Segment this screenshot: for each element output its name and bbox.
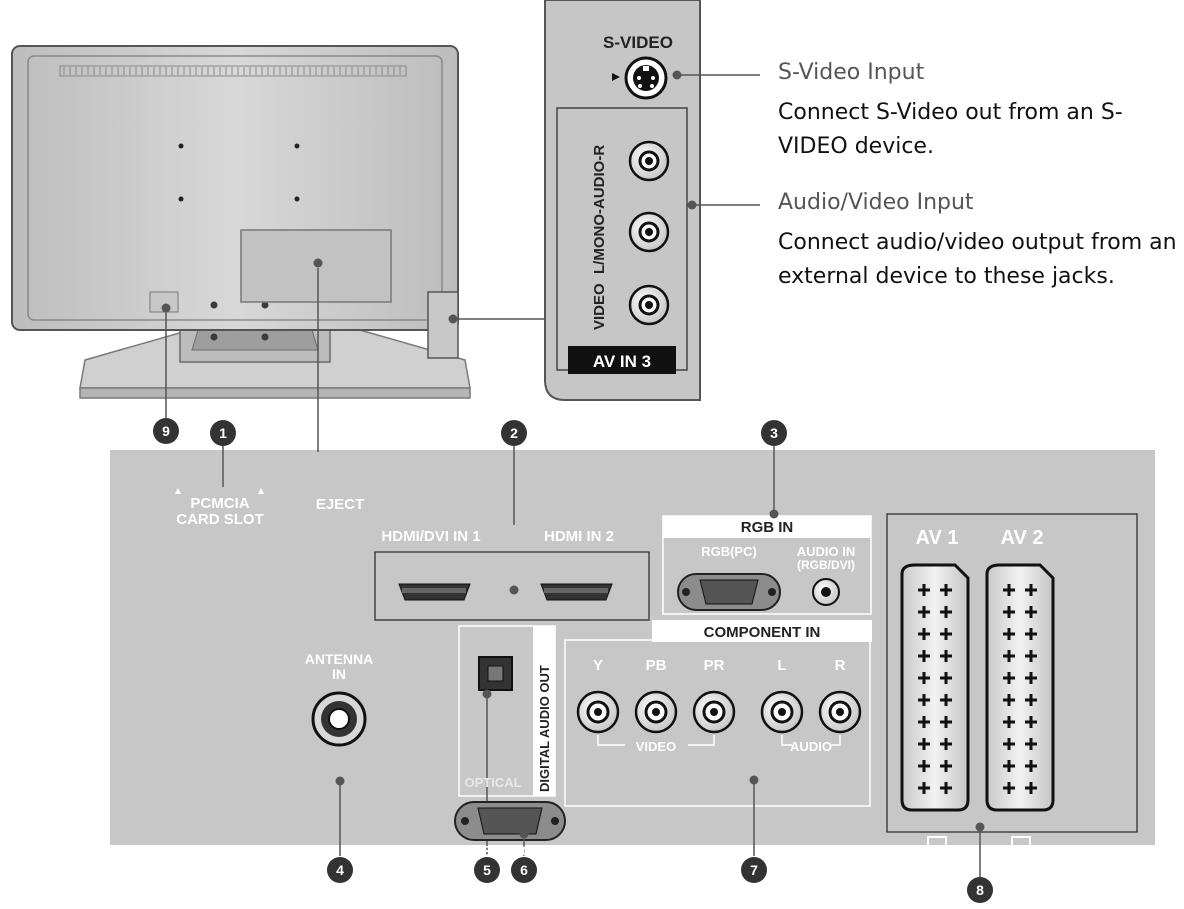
svideo-jack xyxy=(612,56,682,100)
antenna-jack xyxy=(311,691,367,747)
svg-text:6: 6 xyxy=(520,862,528,878)
av-input-description: Connect audio/video output from an exter… xyxy=(778,230,1177,289)
rgb-pc-port xyxy=(677,573,781,611)
rs232c-port xyxy=(454,801,566,841)
svg-text:7: 7 xyxy=(750,862,758,878)
svg-text:5: 5 xyxy=(483,862,491,878)
av-in3-jacks xyxy=(628,140,670,326)
optical-port xyxy=(478,656,513,691)
comp-pr-label: PR xyxy=(704,657,725,674)
callout-5: 5 xyxy=(474,857,500,883)
digital-audio-out-label: DIGITAL AUDIO OUT xyxy=(537,665,552,792)
rear-connection-panel: PCMCIA CARD SLOT EJECT HDMI/DVI IN 1 HDM… xyxy=(110,268,1155,880)
callout-9: 9 xyxy=(153,418,179,444)
audio-in-label: AUDIO IN xyxy=(797,544,856,559)
video-label: VIDEO xyxy=(591,283,608,330)
comp-y-label: Y xyxy=(593,657,603,674)
comp-pb-label: PB xyxy=(646,657,667,674)
side-input-panel: S-VIDEO VIDEO L/MONO-AUDIO-R xyxy=(544,0,760,401)
svg-text:3: 3 xyxy=(770,425,778,441)
av-in3-label: AV IN 3 xyxy=(593,352,651,371)
svg-text:9: 9 xyxy=(162,423,170,439)
callout-2: 2 xyxy=(501,420,527,446)
av2-label: AV 2 xyxy=(1001,527,1044,549)
av2-scart-port xyxy=(985,563,1055,862)
antenna-label: ANTENNA xyxy=(305,651,373,667)
tv-back-view xyxy=(11,45,545,399)
hdmi2-label: HDMI IN 2 xyxy=(544,528,614,545)
callout-6: 6 xyxy=(511,857,537,883)
rs232-sub-label: (CONTROL & SERVICE) xyxy=(427,859,596,876)
antenna-in-label: IN xyxy=(332,666,346,682)
svideo-input-title: S-Video Input xyxy=(778,60,925,85)
card-slot-label: CARD SLOT xyxy=(176,511,264,528)
svg-text:4: 4 xyxy=(336,862,344,878)
callout-7: 7 xyxy=(741,857,767,883)
component-in-label: COMPONENT IN xyxy=(704,624,821,641)
callout-numbers: 1 2 3 4 5 6 7 8 9 xyxy=(153,418,993,903)
comp-l-label: L xyxy=(777,657,786,674)
comp-r-label: R xyxy=(835,657,846,674)
callout-3: 3 xyxy=(761,420,787,446)
component-jacks xyxy=(576,690,862,734)
av1-scart-port xyxy=(900,563,970,862)
svideo-input-description: Connect S-Video out from an S-VIDEO devi… xyxy=(778,100,1123,159)
callout-1: 1 xyxy=(210,420,236,446)
svg-text:2: 2 xyxy=(510,425,518,441)
comp-video-label: VIDEO xyxy=(636,739,676,754)
callout-8: 8 xyxy=(967,877,993,903)
callout-4: 4 xyxy=(327,857,353,883)
audio-label: L/MONO-AUDIO-R xyxy=(591,145,608,274)
av1-label: AV 1 xyxy=(916,527,959,549)
comp-audio-label: AUDIO xyxy=(790,739,832,754)
eject-label: EJECT xyxy=(316,496,364,513)
audio-in-jack xyxy=(812,578,840,606)
svg-text:8: 8 xyxy=(976,882,984,898)
pcmcia-label: PCMCIA xyxy=(190,495,249,512)
rgb-in-label: RGB IN xyxy=(741,519,794,536)
optical-label: OPTICAL xyxy=(464,775,521,790)
av-input-title: Audio/Video Input xyxy=(778,190,974,215)
rs232-label: RS-232C IN xyxy=(471,843,552,860)
audio-in-sub-label: (RGB/DVI) xyxy=(797,558,855,572)
rgb-pc-label: RGB(PC) xyxy=(701,544,757,559)
svideo-label: S-VIDEO xyxy=(603,33,673,52)
hdmi1-label: HDMI/DVI IN 1 xyxy=(381,528,480,545)
svg-text:1: 1 xyxy=(219,425,227,441)
